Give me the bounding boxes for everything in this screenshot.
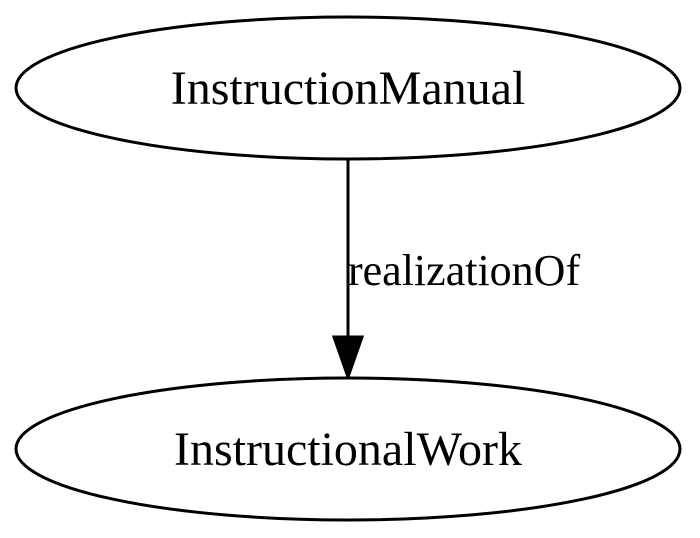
node-instruction-manual[interactable]: InstructionManual (14, 15, 682, 161)
node-instructional-work-label: InstructionalWork (174, 423, 522, 476)
node-instructional-work[interactable]: InstructionalWork (14, 376, 682, 522)
node-instruction-manual-shape (14, 15, 682, 161)
node-instruction-manual-label: InstructionManual (171, 62, 526, 115)
edge-realization-of-label: realizationOf (348, 246, 580, 295)
arrowhead-icon (331, 335, 365, 382)
edge-realization-of[interactable]: realizationOf (331, 160, 580, 382)
node-instructional-work-shape (14, 376, 682, 522)
